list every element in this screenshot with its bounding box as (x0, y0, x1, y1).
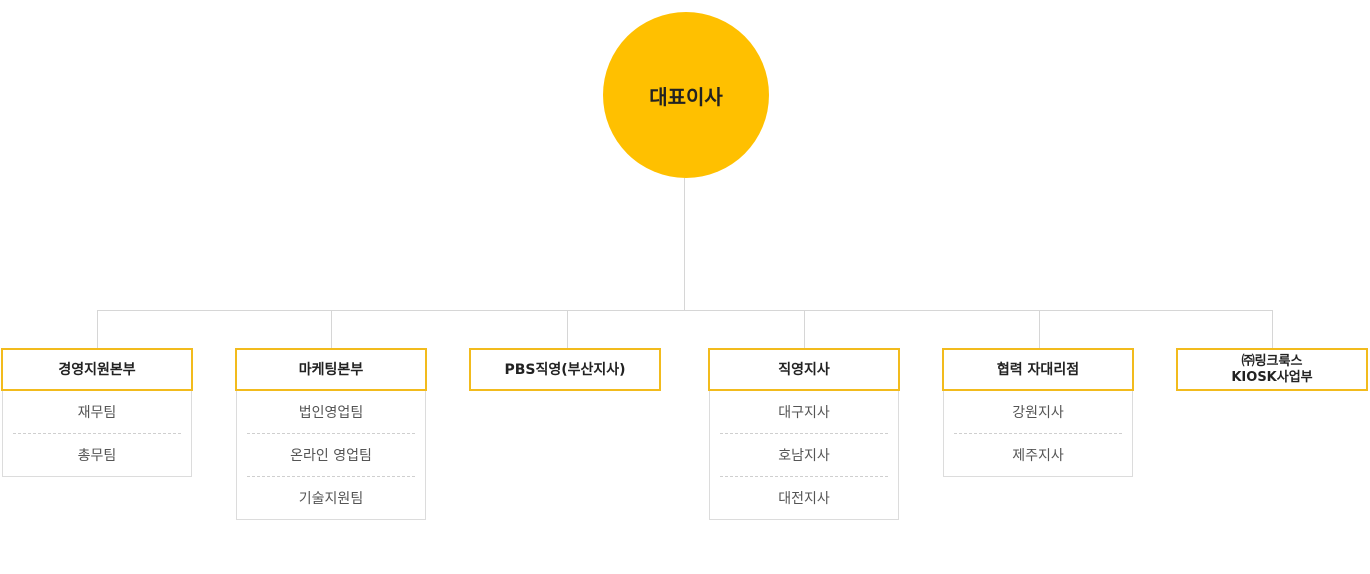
ceo-node: 대표이사 (603, 12, 769, 178)
dept-title-line: KIOSK사업부 (1231, 369, 1313, 385)
dept-direct-branches: 직영지사 대구지사 호남지사 대전지사 (708, 348, 900, 520)
dept-title: PBS직영(부산지사) (469, 348, 661, 391)
sub-team: 기술지원팀 (298, 491, 364, 507)
sub-team-list: 대구지사 호남지사 대전지사 (709, 391, 899, 520)
dept-title: 협력 자대리점 (942, 348, 1134, 391)
sub-team: 재무팀 (13, 391, 181, 434)
sub-team: 총무팀 (77, 448, 117, 464)
sub-team: 제주지사 (1012, 448, 1064, 464)
sub-team: 호남지사 (720, 434, 888, 477)
dept-partner-agencies: 협력 자대리점 강원지사 제주지사 (942, 348, 1134, 477)
horizontal-connector (97, 310, 1273, 311)
sub-team: 온라인 영업팀 (247, 434, 415, 477)
ceo-connector (684, 178, 685, 310)
sub-team-list: 법인영업팀 온라인 영업팀 기술지원팀 (236, 391, 426, 520)
dept-kiosk: ㈜링크룩스 KIOSK사업부 (1176, 348, 1368, 391)
dept-connector (97, 310, 98, 348)
dept-connector (331, 310, 332, 348)
sub-team-list: 재무팀 총무팀 (2, 391, 192, 477)
dept-management-support: 경영지원본부 재무팀 총무팀 (1, 348, 193, 477)
sub-team: 법인영업팀 (247, 391, 415, 434)
dept-pbs-direct: PBS직영(부산지사) (469, 348, 661, 391)
dept-title: 마케팅본부 (235, 348, 427, 391)
dept-connector (804, 310, 805, 348)
dept-title: 경영지원본부 (1, 348, 193, 391)
dept-title: 직영지사 (708, 348, 900, 391)
sub-team: 대전지사 (778, 491, 830, 507)
ceo-label: 대표이사 (649, 84, 723, 109)
dept-connector (567, 310, 568, 348)
sub-team-list: 강원지사 제주지사 (943, 391, 1133, 477)
sub-team: 대구지사 (720, 391, 888, 434)
dept-marketing: 마케팅본부 법인영업팀 온라인 영업팀 기술지원팀 (235, 348, 427, 520)
dept-title-line: ㈜링크룩스 (1241, 353, 1303, 369)
dept-title: ㈜링크룩스 KIOSK사업부 (1176, 348, 1368, 391)
dept-connector (1039, 310, 1040, 348)
dept-connector (1272, 310, 1273, 348)
sub-team: 강원지사 (954, 391, 1122, 434)
